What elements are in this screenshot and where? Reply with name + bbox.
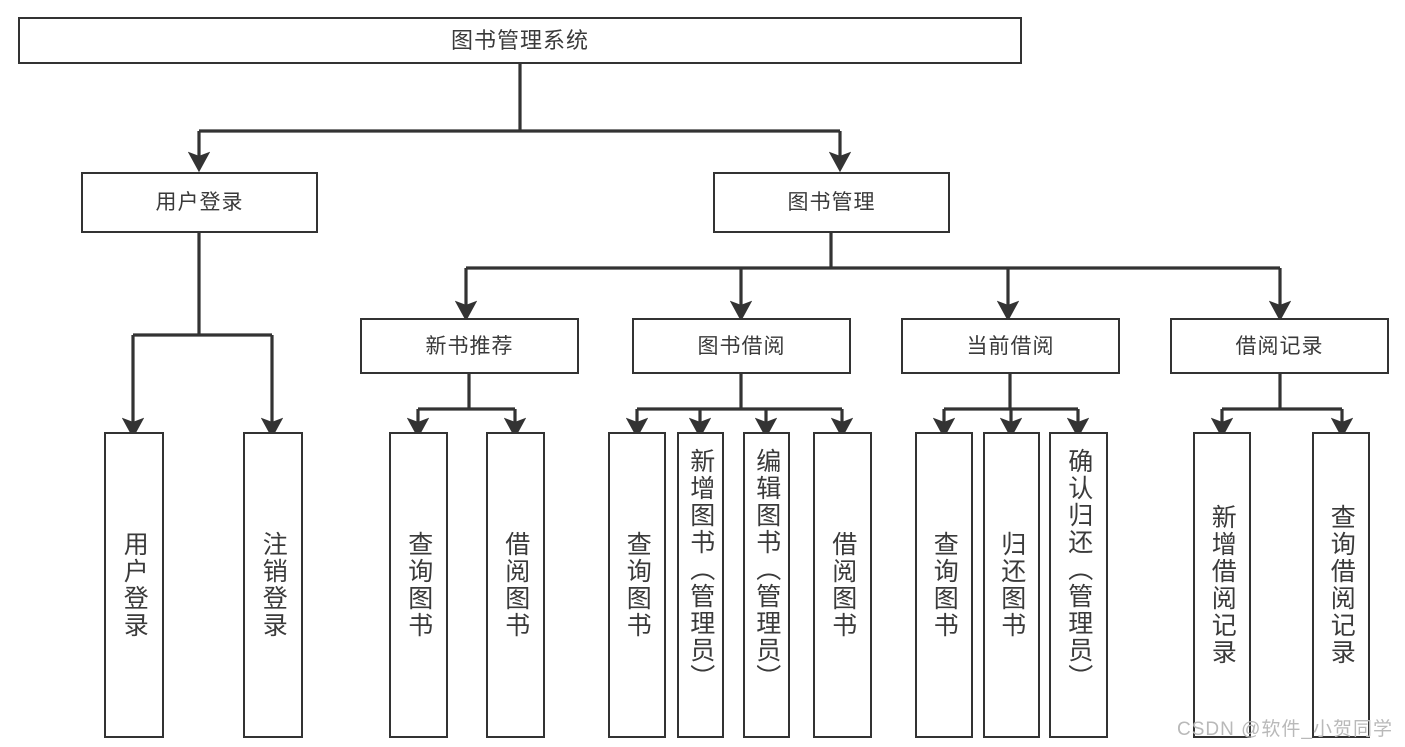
node-label: 图书管理: [787, 191, 876, 214]
node-label: 查询借阅记录: [1327, 504, 1356, 666]
node-label: 新增图书（管理员）: [686, 448, 715, 691]
leaf-query-book-current[interactable]: 查询图书: [915, 432, 973, 738]
leaf-return-book[interactable]: 归还图书: [983, 432, 1040, 738]
leaf-query-borrow-record[interactable]: 查询借阅记录: [1312, 432, 1370, 738]
node-label: 借阅图书: [501, 531, 530, 639]
node-label: 用户登录: [155, 191, 244, 214]
csdn-watermark: CSDN @软件_小贺同学: [1177, 719, 1393, 740]
node-book-borrow[interactable]: 图书借阅: [632, 318, 851, 374]
node-label: 新书推荐: [425, 334, 514, 358]
leaf-user-login[interactable]: 用户登录: [104, 432, 164, 738]
leaf-logout[interactable]: 注销登录: [243, 432, 303, 738]
node-label: 图书管理系统: [450, 27, 589, 53]
node-label: 编辑图书（管理员）: [752, 448, 781, 691]
node-label: 新增借阅记录: [1208, 504, 1237, 666]
leaf-borrow-book[interactable]: 借阅图书: [813, 432, 872, 738]
leaf-query-book-recommend[interactable]: 查询图书: [389, 432, 448, 738]
leaf-add-book-admin[interactable]: 新增图书（管理员）: [677, 432, 724, 738]
leaf-edit-book-admin[interactable]: 编辑图书（管理员）: [743, 432, 790, 738]
node-new-book-recommend[interactable]: 新书推荐: [360, 318, 579, 374]
node-label: 归还图书: [997, 531, 1026, 639]
leaf-borrow-book-recommend[interactable]: 借阅图书: [486, 432, 545, 738]
node-label: 用户登录: [120, 531, 149, 639]
node-current-borrow[interactable]: 当前借阅: [901, 318, 1120, 374]
node-label: 借阅图书: [828, 531, 857, 639]
leaf-add-borrow-record[interactable]: 新增借阅记录: [1193, 432, 1251, 738]
leaf-confirm-return-admin[interactable]: 确认归还（管理员）: [1049, 432, 1108, 738]
node-label: 当前借阅: [966, 334, 1055, 358]
leaf-query-book-borrow[interactable]: 查询图书: [608, 432, 666, 738]
node-label: 查询图书: [623, 531, 652, 639]
node-label: 确认归还（管理员）: [1064, 448, 1093, 691]
node-book-management[interactable]: 图书管理: [713, 172, 950, 233]
node-label: 注销登录: [259, 531, 288, 639]
node-borrow-record[interactable]: 借阅记录: [1170, 318, 1389, 374]
node-label: 查询图书: [930, 531, 959, 639]
node-label: 图书借阅: [697, 334, 786, 358]
node-label: 查询图书: [404, 531, 433, 639]
node-root-system[interactable]: 图书管理系统: [18, 17, 1022, 64]
node-label: 借阅记录: [1235, 334, 1324, 358]
node-user-login[interactable]: 用户登录: [81, 172, 318, 233]
